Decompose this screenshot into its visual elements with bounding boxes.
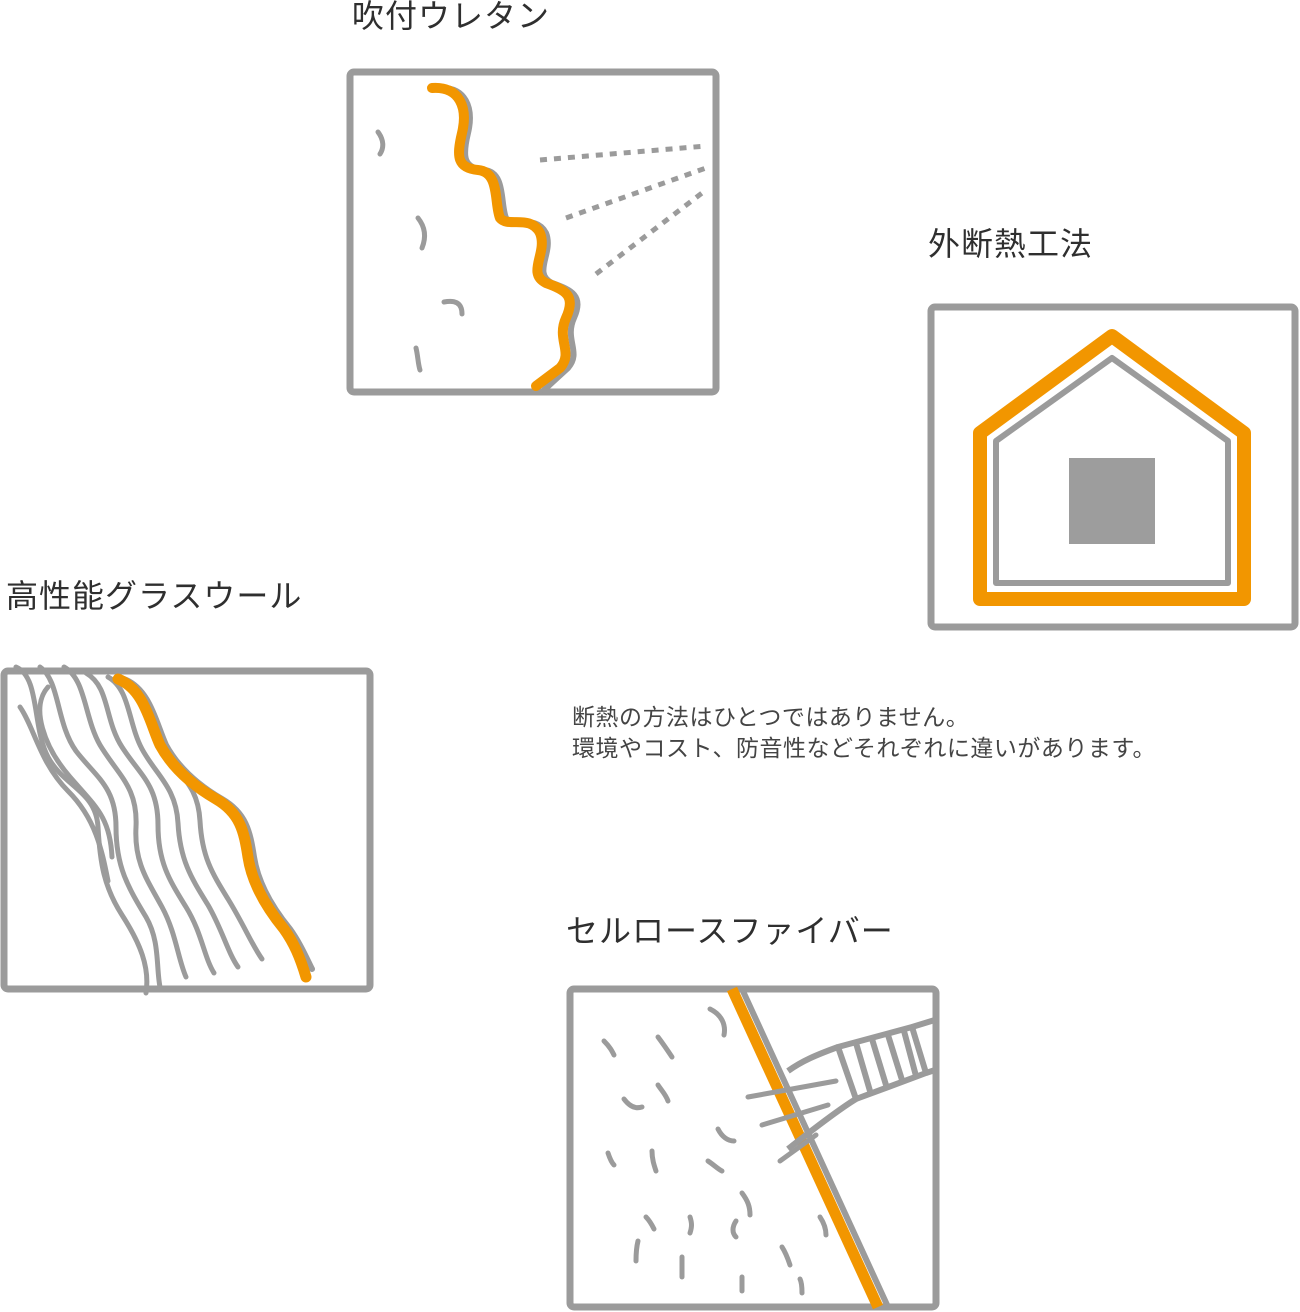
- cellulose-fiber-panel: [566, 985, 940, 1312]
- fiber-strands-icon: [0, 664, 374, 996]
- external-insulation-title: 外断熱工法: [928, 225, 1094, 263]
- glass-wool-panel: [0, 664, 374, 996]
- glass-wool-title: 高性能グラスウール: [6, 577, 303, 615]
- external-insulation-panel: [927, 303, 1300, 631]
- house-outline-icon: [927, 303, 1299, 631]
- spray-foam-wall-icon: [346, 68, 720, 396]
- description-line-1: 断熱の方法はひとつではありません。: [572, 705, 970, 731]
- spray-urethane-panel: [346, 68, 720, 396]
- spray-urethane-title: 吹付ウレタン: [352, 0, 551, 35]
- cellulose-fiber-title: セルロースファイバー: [566, 912, 894, 950]
- description-text: 断熱の方法はひとつではありません。 環境やコスト、防音性などそれぞれに違いがあり…: [572, 703, 1156, 765]
- description-line-2: 環境やコスト、防音性などそれぞれに違いがあります。: [572, 736, 1157, 762]
- blown-fiber-hose-icon: [566, 985, 940, 1311]
